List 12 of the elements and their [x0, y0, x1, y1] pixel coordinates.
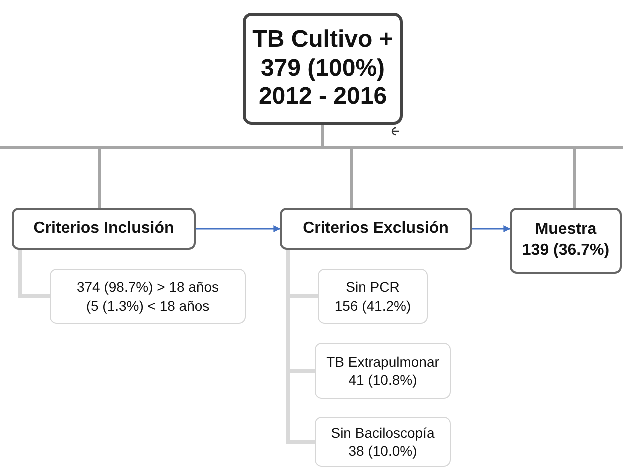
category-box: Criterios Inclusión: [12, 208, 196, 250]
connector-line: [18, 250, 50, 298]
root-box: TB Cultivo + 379 (100%) 2012 - 2016: [243, 13, 403, 125]
category-box: Criterios Exclusión: [280, 208, 472, 250]
result-box: Muestra 139 (36.7%): [510, 208, 622, 274]
detail-box: Sin PCR 156 (41.2%): [318, 269, 428, 324]
detail-box: TB Extrapulmonar 41 (10.8%): [315, 343, 451, 399]
connector-line: [322, 125, 576, 208]
detail-box: Sin Baciloscopía 38 (10.0%): [315, 417, 451, 467]
detail-box: 374 (98.7%) > 18 años (5 (1.3%) < 18 años: [50, 269, 246, 324]
arrow: [196, 226, 281, 232]
arrow: [472, 226, 511, 232]
